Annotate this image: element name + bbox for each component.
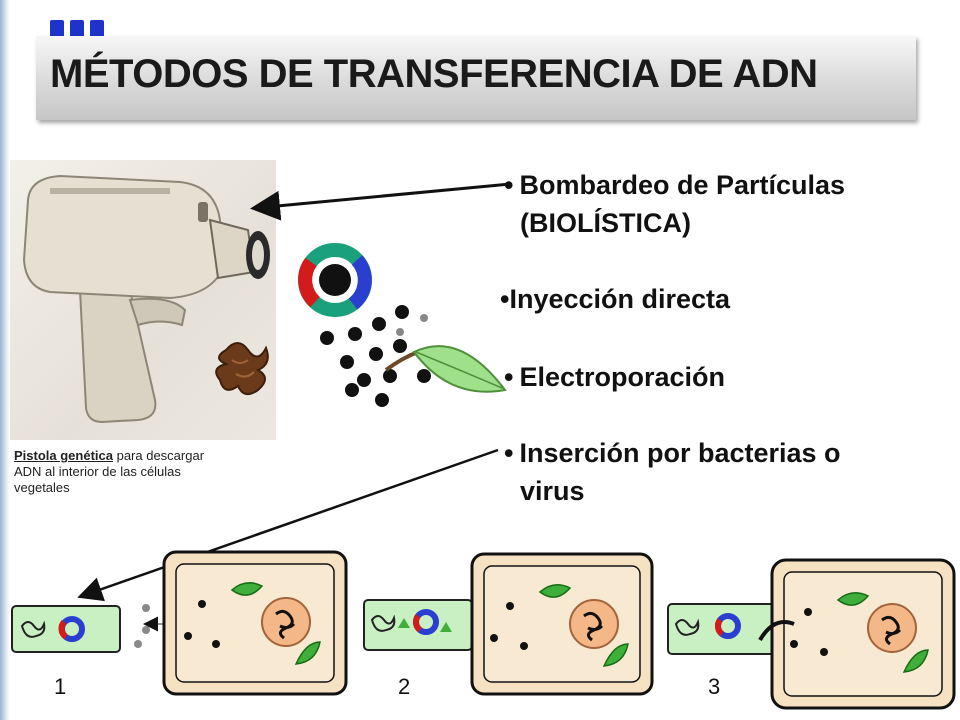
page-title: MÉTODOS DE TRANSFERENCIA DE ADN	[50, 52, 818, 96]
method-biolistics-sub: (BIOLÍSTICA)	[520, 208, 691, 238]
bullet-icon: •	[500, 284, 510, 314]
caption-bold: Pistola genética	[14, 448, 113, 463]
step-number-2: 2	[398, 674, 411, 699]
method-injection: •Inyección directa	[500, 284, 730, 315]
bullet-icon: •	[504, 170, 514, 200]
gold-particles-icon	[320, 305, 431, 407]
arrow-to-gene-gun	[250, 182, 511, 221]
step-number-1: 1	[54, 674, 67, 699]
step1-bacterium	[11, 605, 121, 653]
step3-plant-cell	[758, 558, 956, 710]
method-biolistics: •Bombardeo de Partículas	[504, 170, 845, 201]
gene-gun-illustration	[22, 174, 270, 424]
figure-caption: Pistola genética para descargar ADN al i…	[14, 448, 214, 496]
step3-bacterium	[667, 603, 777, 655]
method-bacteria: •Inserción por bacterias o	[504, 438, 841, 469]
step2-bacterium	[363, 599, 473, 651]
slide-left-edge	[0, 0, 10, 720]
bullet-icon: •	[504, 438, 514, 468]
agrobacterium-steps-diagram	[11, 550, 956, 710]
method-bacteria-label: Inserción por bacterias o	[519, 438, 841, 468]
method-electroporation: •Electroporación	[504, 362, 725, 393]
particle-illustration	[298, 243, 507, 407]
method-bacteria-sub: virus	[520, 476, 585, 506]
method-biolistics-label: Bombardeo de Partículas	[519, 170, 846, 200]
step2-plant-cell	[470, 552, 654, 696]
dna-pellet-icon	[215, 342, 269, 396]
bullet-icon: •	[504, 362, 514, 392]
method-injection-label: Inyección directa	[509, 284, 731, 314]
plasmid-icon	[298, 243, 372, 317]
step1-plant-cell	[162, 550, 348, 696]
title-banner: MÉTODOS DE TRANSFERENCIA DE ADN	[36, 36, 916, 120]
leaf-icon	[384, 345, 507, 393]
step-number-3: 3	[708, 674, 721, 699]
method-electroporation-label: Electroporación	[519, 362, 725, 392]
